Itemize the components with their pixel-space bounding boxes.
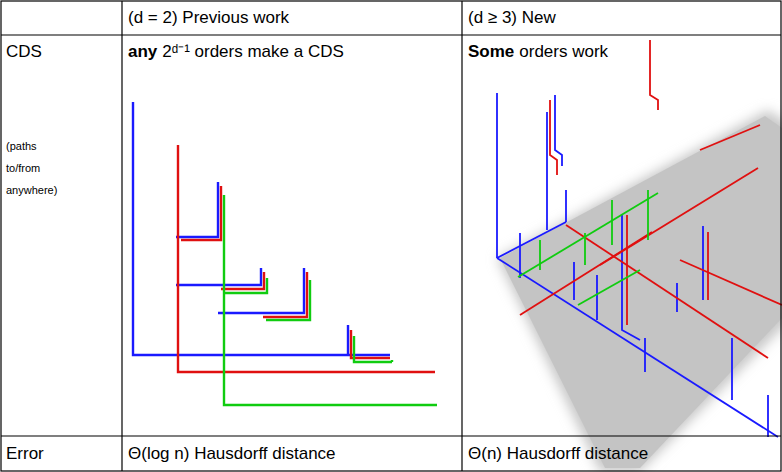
cell-text: Some xyxy=(468,42,514,62)
row-header: Error xyxy=(6,444,44,464)
cell-text: Θ(n) Hausdorff distance xyxy=(468,444,648,464)
cell-text: Θ(log n) Hausdorff distance xyxy=(128,444,336,464)
orders-3d xyxy=(497,40,782,437)
column-header: (d ≥ 3) New xyxy=(468,8,556,28)
column-header: (d = 2) Previous work xyxy=(128,8,289,28)
plane-shading xyxy=(497,110,782,472)
cell-text: 2ᵈ⁻¹ orders make a CDS xyxy=(162,42,344,62)
plane xyxy=(500,116,782,468)
cell-text: any xyxy=(128,42,157,62)
row-header: CDS xyxy=(6,42,42,62)
staircase-2d xyxy=(133,102,437,405)
cell-text: orders work xyxy=(519,42,608,62)
row-note: (paths to/from anywhere) xyxy=(6,135,64,201)
